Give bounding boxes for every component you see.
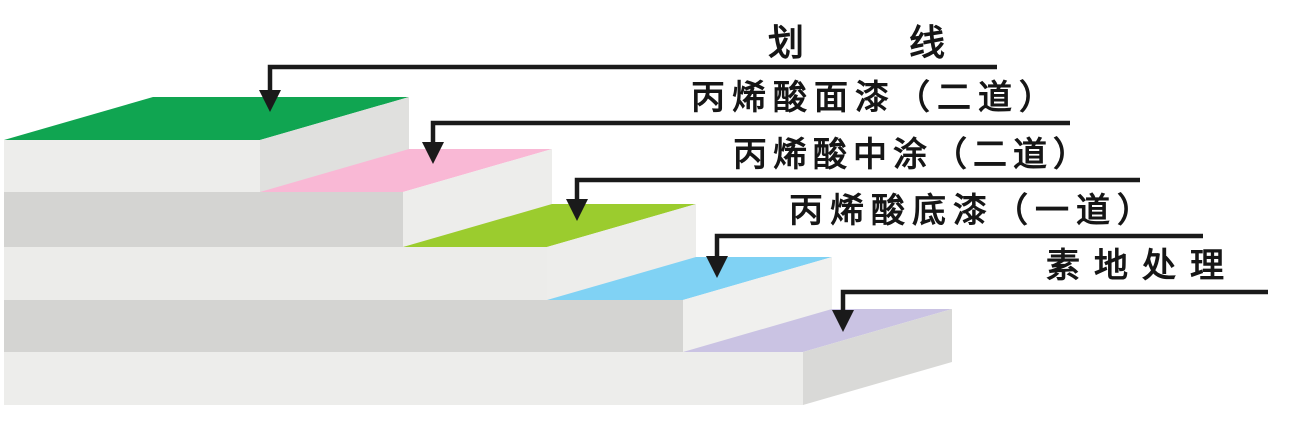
leader-line-5 xyxy=(840,289,1268,317)
arrow-down-icon-4 xyxy=(706,256,728,278)
leader-line-4 xyxy=(714,233,1203,263)
layer-2-side-face xyxy=(403,149,552,247)
layer-4-front-face xyxy=(4,300,683,352)
arrow-down-icon-2 xyxy=(422,142,444,164)
leader-lines xyxy=(267,64,1268,317)
leader-line-2 xyxy=(430,120,1070,149)
label-acrylic-primer: 丙烯酸底漆（一道） xyxy=(789,192,1158,230)
label-substrate-treatment: 素地处理 xyxy=(1046,247,1238,285)
leader-line-3 xyxy=(574,177,1140,206)
label-acrylic-top-coat: 丙烯酸面漆（二道） xyxy=(691,79,1060,117)
layer-line-marking xyxy=(4,97,409,192)
layer-3-side-face xyxy=(547,204,696,300)
layer-1-top-face xyxy=(4,97,409,140)
layer-2-front-face xyxy=(4,192,403,247)
label-acrylic-middle-coat: 丙烯酸中涂（二道） xyxy=(733,136,1093,174)
layer-4-side-face xyxy=(683,257,832,352)
leader-line-1 xyxy=(267,64,997,96)
layer-3-front-face xyxy=(4,247,547,300)
layer-1-front-face xyxy=(4,140,260,192)
layer-5-side-face xyxy=(803,309,952,405)
arrow-down-icon-5 xyxy=(832,310,854,332)
layer-1-side-face xyxy=(260,97,409,192)
layer-5-front-face xyxy=(4,352,803,405)
arrow-down-icon-1 xyxy=(259,90,281,112)
arrow-down-icon-3 xyxy=(566,199,588,221)
leader-arrowheads xyxy=(259,90,854,332)
label-line-marking: 划 线 xyxy=(767,22,945,63)
